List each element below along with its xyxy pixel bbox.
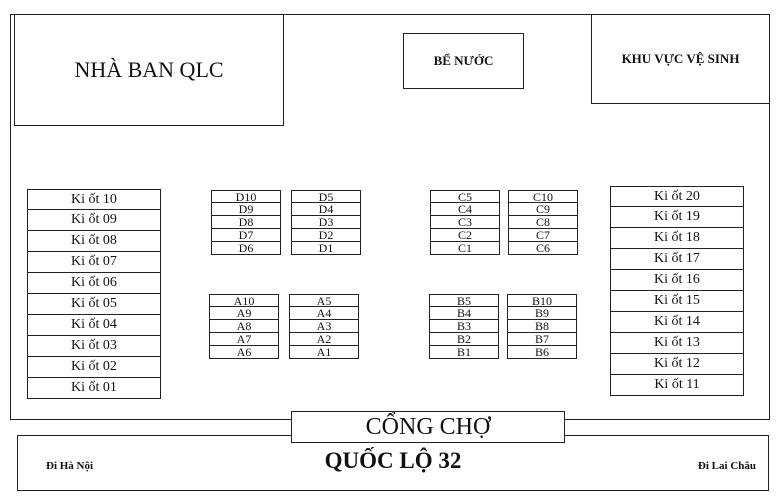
restroom-area-label: KHU VỰC VỆ SINH [621, 51, 740, 66]
stall-cell: A6 [209, 346, 279, 359]
stall-cell: B1 [429, 346, 499, 359]
stall-cell: A10 [209, 294, 279, 307]
stall-cell: B2 [429, 333, 499, 346]
management-building-label: NHÀ BAN QLC [74, 57, 224, 82]
highway: QUỐC LỘ 32 Đi Hà Nội Đi Lai Châu [17, 435, 769, 491]
kiosk-cell: Ki ốt 08 [27, 231, 161, 252]
stall-cell: B5 [429, 294, 499, 307]
stall-cell: D9 [211, 203, 281, 216]
kiosk-cell: Ki ốt 16 [610, 270, 744, 291]
highway-name: QUỐC LỘ 32 [324, 448, 462, 473]
stall-cell: D1 [291, 242, 361, 255]
stall-cell: A3 [289, 320, 359, 333]
stall-cell: B9 [507, 307, 577, 320]
stall-cell: C2 [430, 229, 500, 242]
kiosk-cell: Ki ốt 19 [610, 207, 744, 228]
kiosk-cell: Ki ốt 05 [27, 294, 161, 315]
restroom-area: KHU VỰC VỆ SINH [591, 14, 770, 104]
stall-cell: D4 [291, 203, 361, 216]
kiosk-cell: Ki ốt 15 [610, 291, 744, 312]
stall-cell: D8 [211, 216, 281, 229]
stall-cell: D7 [211, 229, 281, 242]
stall-cell: C6 [508, 242, 578, 255]
stall-cell: D2 [291, 229, 361, 242]
kiosk-cell: Ki ốt 04 [27, 315, 161, 336]
stall-cell: C1 [430, 242, 500, 255]
direction-right: Đi Lai Châu [697, 460, 756, 472]
stall-cell: B8 [507, 320, 577, 333]
kiosk-cell: Ki ốt 03 [27, 336, 161, 357]
kiosk-cell: Ki ốt 18 [610, 228, 744, 249]
stall-cell: D3 [291, 216, 361, 229]
stall-cell: B6 [507, 346, 577, 359]
kiosk-cell: Ki ốt 07 [27, 252, 161, 273]
stall-cell: C9 [508, 203, 578, 216]
stall-cell: C10 [508, 190, 578, 203]
stall-cell: C8 [508, 216, 578, 229]
kiosk-cell: Ki ốt 12 [610, 354, 744, 375]
stall-cell: A4 [289, 307, 359, 320]
stall-cell: D6 [211, 242, 281, 255]
stall-cell: B10 [507, 294, 577, 307]
stall-cell: C4 [430, 203, 500, 216]
stall-cell: A9 [209, 307, 279, 320]
kiosk-cell: Ki ốt 11 [610, 375, 744, 396]
stall-cell: B4 [429, 307, 499, 320]
stall-cell: C5 [430, 190, 500, 203]
stall-cell: A5 [289, 294, 359, 307]
kiosk-cell: Ki ốt 14 [610, 312, 744, 333]
kiosk-cell: Ki ốt 01 [27, 378, 161, 399]
kiosk-cell: Ki ốt 20 [610, 186, 744, 207]
stall-cell: A8 [209, 320, 279, 333]
kiosk-cell: Ki ốt 10 [27, 189, 161, 210]
stall-cell: D5 [291, 190, 361, 203]
management-building: NHÀ BAN QLC [14, 14, 284, 126]
kiosk-cell: Ki ốt 17 [610, 249, 744, 270]
kiosk-cell: Ki ốt 09 [27, 210, 161, 231]
stall-cell: A1 [289, 346, 359, 359]
direction-left: Đi Hà Nội [46, 460, 94, 472]
market-gate: CỔNG CHỢ [291, 411, 565, 443]
stall-cell: A2 [289, 333, 359, 346]
stall-cell: D10 [211, 190, 281, 203]
kiosk-cell: Ki ốt 13 [610, 333, 744, 354]
kiosk-cell: Ki ốt 06 [27, 273, 161, 294]
kiosk-cell: Ki ốt 02 [27, 357, 161, 378]
stall-cell: B7 [507, 333, 577, 346]
stall-cell: C3 [430, 216, 500, 229]
water-tank-label: BỂ NƯỚC [433, 53, 494, 68]
stall-cell: A7 [209, 333, 279, 346]
stall-cell: B3 [429, 320, 499, 333]
water-tank: BỂ NƯỚC [403, 33, 524, 89]
stall-cell: C7 [508, 229, 578, 242]
market-gate-label: CỔNG CHỢ [365, 413, 491, 440]
